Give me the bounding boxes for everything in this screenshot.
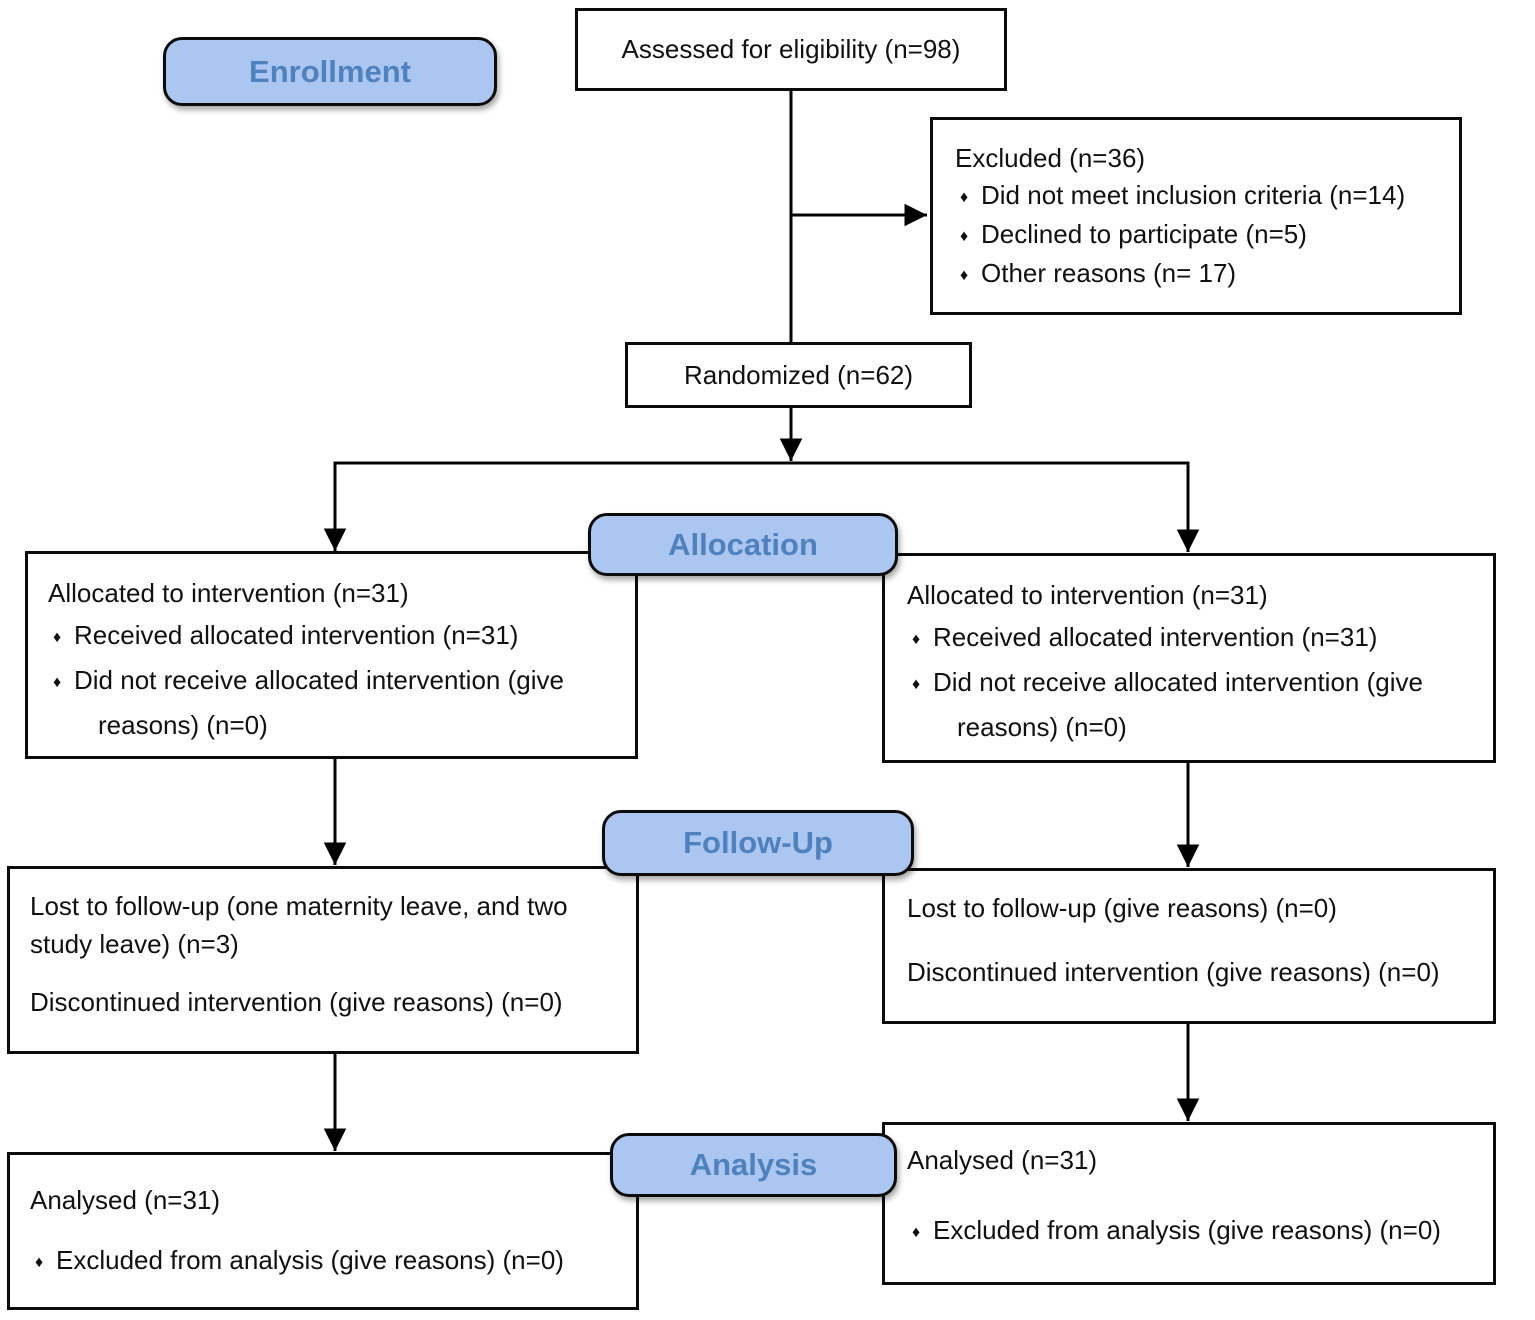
followup-left-box: Lost to follow-up (one maternity leave, … — [7, 866, 639, 1054]
assessed-for-eligibility-box: Assessed for eligibility (n=98) — [575, 8, 1007, 91]
analysis-left-item-text: Excluded from analysis (give reasons) (n… — [56, 1245, 564, 1275]
stage-label-analysis-text: Analysis — [689, 1147, 818, 1182]
excluded-title: Excluded (n=36) — [955, 143, 1146, 173]
list-item: ♦ Excluded from analysis (give reasons) (… — [30, 1241, 620, 1282]
stage-label-allocation-text: Allocation — [668, 526, 818, 562]
allocation-right-item-text: Did not receive allocated intervention (… — [933, 667, 1423, 742]
randomized-text: Randomized (n=62) — [683, 359, 914, 390]
diamond-bullet-icon: ♦ — [912, 676, 921, 693]
allocation-left-item-text: Received allocated intervention (n=31) — [74, 620, 519, 650]
stage-label-followup-text: Follow-Up — [683, 825, 833, 860]
list-item: ♦ Did not receive allocated intervention … — [48, 659, 623, 746]
diamond-bullet-icon: ♦ — [35, 1254, 44, 1271]
analysis-left-box: Analysed (n=31) ♦ Excluded from analysis … — [7, 1152, 639, 1310]
stage-label-enrollment-text: Enrollment — [249, 53, 411, 89]
list-item: ♦ Received allocated intervention (n=31) — [48, 614, 623, 659]
diamond-bullet-icon: ♦ — [53, 629, 62, 646]
followup-right-box: Lost to follow-up (give reasons) (n=0) D… — [882, 868, 1496, 1024]
analysis-left-title: Analysed (n=31) — [30, 1185, 221, 1215]
analysis-right-box: Analysed (n=31) ♦ Excluded from analysis … — [882, 1122, 1496, 1285]
assessed-text: Assessed for eligibility (n=98) — [621, 34, 961, 64]
list-item: ♦ Received allocated intervention (n=31) — [907, 616, 1481, 661]
excluded-box: Excluded (n=36) ♦ Did not meet inclusion … — [930, 117, 1462, 315]
allocation-left-box: Allocated to intervention (n=31) ♦ Receiv… — [25, 551, 638, 759]
diamond-bullet-icon: ♦ — [53, 674, 62, 691]
diamond-bullet-icon: ♦ — [960, 228, 969, 245]
analysis-right-item-text: Excluded from analysis (give reasons) (n… — [933, 1215, 1441, 1245]
list-item: ♦ Excluded from analysis (give reasons) (… — [907, 1211, 1477, 1252]
stage-label-analysis: Analysis — [610, 1133, 897, 1197]
allocation-left-title: Allocated to intervention (n=31) — [48, 578, 409, 608]
allocation-right-item-text: Received allocated intervention (n=31) — [933, 622, 1378, 652]
followup-right-line: Lost to follow-up (give reasons) (n=0) — [907, 893, 1337, 923]
stage-label-enrollment: Enrollment — [163, 37, 497, 106]
diamond-bullet-icon: ♦ — [912, 631, 921, 648]
excluded-item-text: Did not meet inclusion criteria (n=14) — [981, 180, 1406, 210]
list-item: ♦ Did not receive allocated intervention … — [907, 661, 1481, 748]
randomized-box: Randomized (n=62) — [625, 342, 972, 408]
allocation-right-box: Allocated to intervention (n=31) ♦ Receiv… — [882, 553, 1496, 763]
stage-label-followup: Follow-Up — [602, 810, 914, 876]
diamond-bullet-icon: ♦ — [912, 1224, 921, 1241]
list-item: ♦ Other reasons (n= 17) — [955, 255, 1439, 294]
list-item: ♦ Declined to participate (n=5) — [955, 216, 1439, 255]
stage-label-allocation: Allocation — [588, 513, 898, 576]
allocation-left-item-text: Did not receive allocated intervention (… — [74, 665, 564, 740]
followup-left-line: Lost to follow-up (one maternity leave, … — [30, 891, 568, 959]
analysis-right-title: Analysed (n=31) — [907, 1145, 1098, 1175]
allocation-right-title: Allocated to intervention (n=31) — [907, 580, 1268, 610]
list-item: ♦ Did not meet inclusion criteria (n=14) — [955, 177, 1439, 216]
excluded-item-text: Other reasons (n= 17) — [981, 258, 1237, 288]
excluded-item-text: Declined to participate (n=5) — [981, 219, 1307, 249]
diamond-bullet-icon: ♦ — [960, 267, 969, 284]
followup-right-line: Discontinued intervention (give reasons)… — [907, 957, 1440, 987]
diamond-bullet-icon: ♦ — [960, 189, 969, 206]
followup-left-line: Discontinued intervention (give reasons)… — [30, 987, 563, 1017]
